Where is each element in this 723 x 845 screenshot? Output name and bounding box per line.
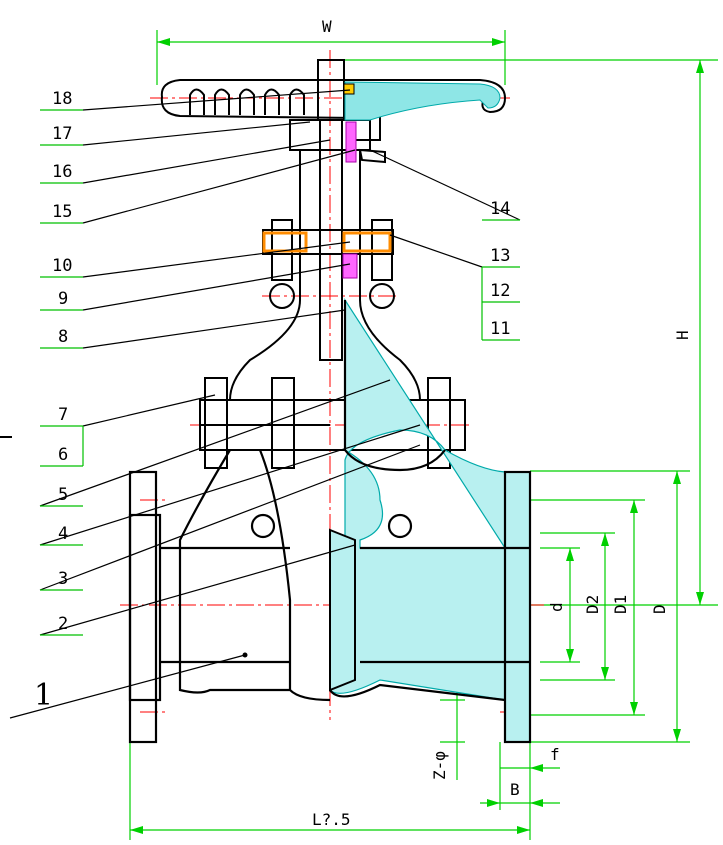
label-2: 2	[58, 614, 68, 634]
label-6: 6	[58, 445, 68, 465]
label-15: 15	[52, 202, 72, 222]
grease-fitting	[358, 148, 386, 164]
handwheel-section-hatch	[344, 81, 501, 121]
label-7: 7	[58, 405, 68, 425]
bonnet-flange	[199, 377, 466, 469]
label-17: 17	[52, 124, 72, 144]
label-3: 3	[58, 569, 68, 589]
label-9: 9	[58, 289, 68, 309]
label-5: 5	[58, 485, 68, 505]
dimension-lines	[129, 30, 718, 840]
leader-dots	[242, 652, 248, 658]
label-underlines	[40, 109, 520, 636]
dimension-labels: W H L?.5 d D2 D1 D Z-φ B f	[312, 17, 692, 829]
dim-bore-label: d	[547, 602, 566, 612]
gate-wedge	[329, 528, 356, 692]
stem-and-yoke	[229, 119, 421, 401]
leader-lines	[9, 89, 521, 719]
body-section-outline	[329, 300, 532, 744]
packing-right	[342, 253, 358, 279]
dim-length-label: L?.5	[312, 810, 351, 829]
stem-packing-upper	[345, 121, 357, 163]
label-11: 11	[490, 319, 510, 339]
label-18: 18	[52, 89, 72, 109]
dim-height-label: H	[673, 330, 692, 340]
label-16: 16	[52, 162, 72, 182]
dimension-arrows	[130, 38, 704, 834]
dim-bolt-circle-label: D1	[611, 595, 630, 614]
label-13: 13	[490, 246, 510, 266]
dim-flange-od-label: D	[650, 604, 669, 614]
handwheel	[160, 59, 507, 151]
label-12: 12	[490, 281, 510, 301]
dim-flange-thickness-label: B	[510, 780, 520, 799]
dim-raised-face-label: D2	[583, 595, 602, 614]
part-labels: 18 17 16 15 10 9 8 7 6 5 4 3 2 1 14 13 1…	[34, 89, 510, 713]
label-14: 14	[490, 199, 510, 219]
label-8: 8	[58, 327, 68, 347]
handwheel-nut	[343, 83, 355, 95]
label-4: 4	[58, 524, 68, 544]
valve-body	[128, 449, 413, 744]
body-section-hatch	[329, 297, 531, 743]
dim-bolt-holes-label: Z-φ	[430, 751, 449, 780]
dim-width-label: W	[322, 17, 332, 36]
dim-face-height-label: f	[550, 745, 560, 764]
label-10: 10	[52, 256, 72, 276]
gland-flange-right	[342, 231, 392, 253]
label-1: 1	[34, 678, 53, 713]
